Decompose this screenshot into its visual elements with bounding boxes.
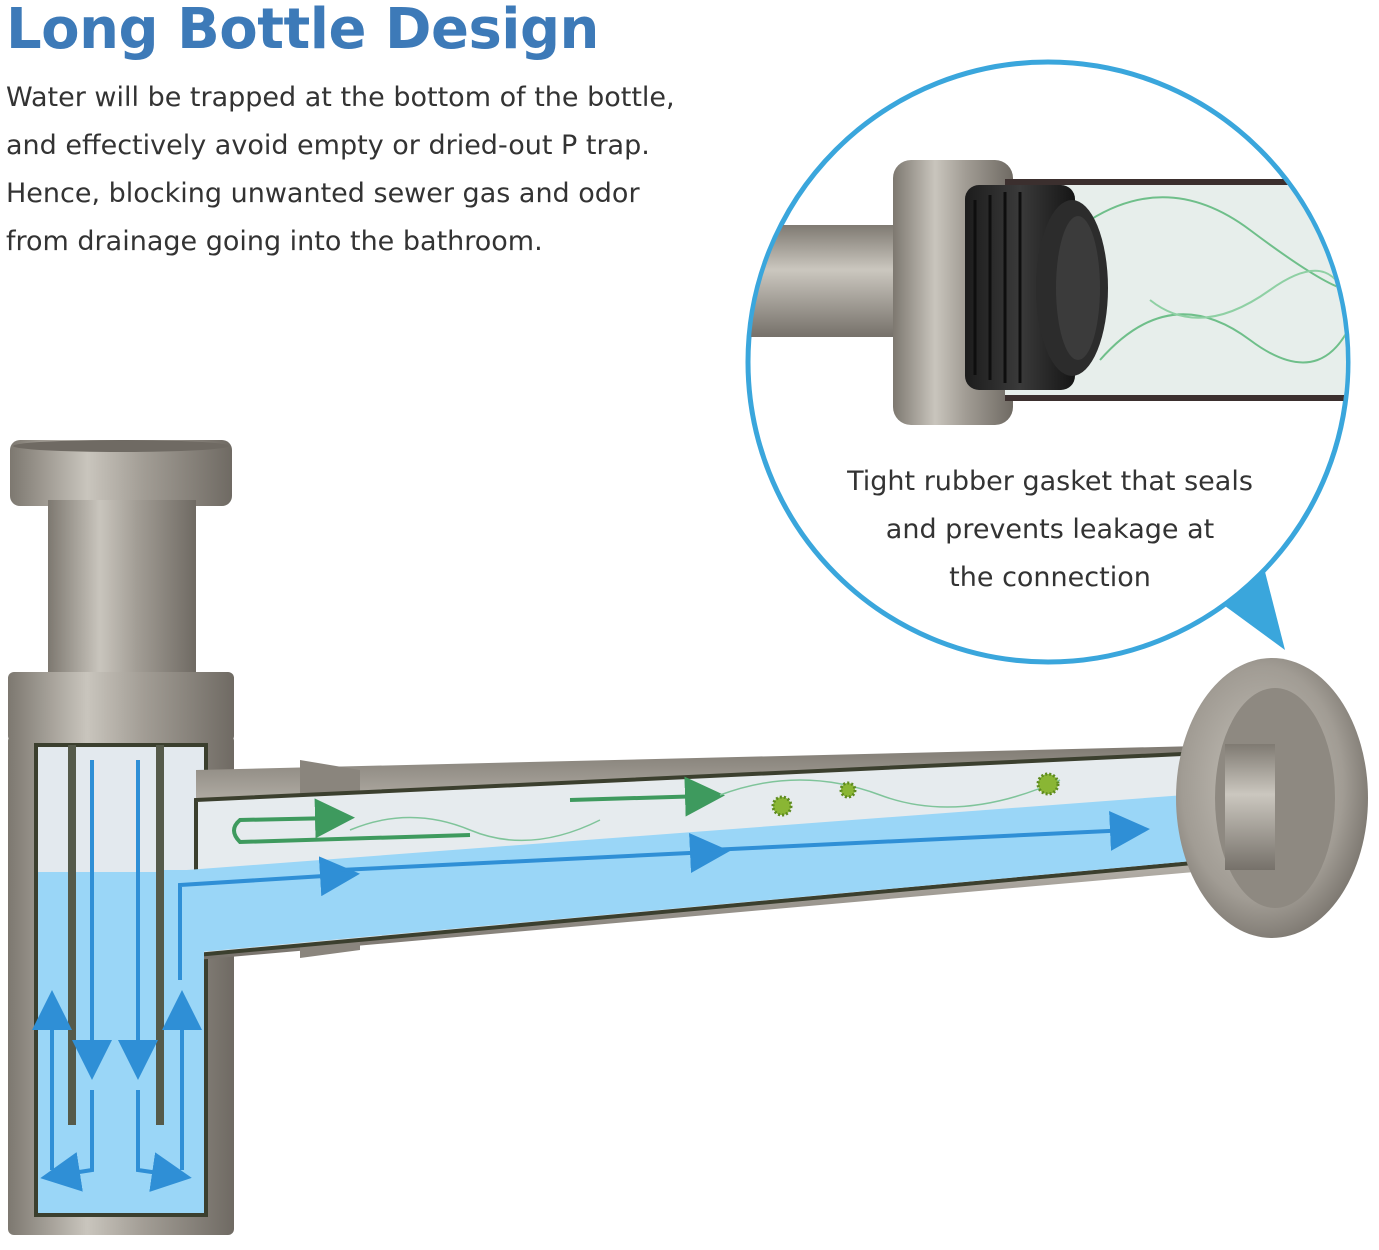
dip-tubes — [68, 745, 164, 1125]
gasket-closeup — [750, 160, 1346, 425]
bacteria-icon — [771, 772, 1060, 817]
callout-line: Tight rubber gasket that seals — [847, 466, 1253, 497]
callout-pointer — [1225, 560, 1285, 650]
description-line: Hence, blocking unwanted sewer gas and o… — [6, 178, 640, 209]
callout-text: Tight rubber gasket that seals and preve… — [800, 458, 1300, 602]
description-line: and effectively avoid empty or dried-out… — [6, 130, 650, 161]
callout-line: the connection — [949, 562, 1151, 593]
description-line: from drainage going into the bathroom. — [6, 226, 543, 257]
outlet-arm — [160, 658, 1368, 1210]
callout-line: and prevents leakage at — [885, 514, 1215, 545]
flow-arrow-icon — [32, 760, 1150, 1192]
gas-arrow-icon — [232, 776, 1061, 845]
description-line: Water will be trapped at the bottom of t… — [6, 82, 675, 113]
inlet-cap — [8, 440, 234, 742]
description: Water will be trapped at the bottom of t… — [6, 74, 766, 266]
page-title: Long Bottle Design — [6, 0, 599, 62]
